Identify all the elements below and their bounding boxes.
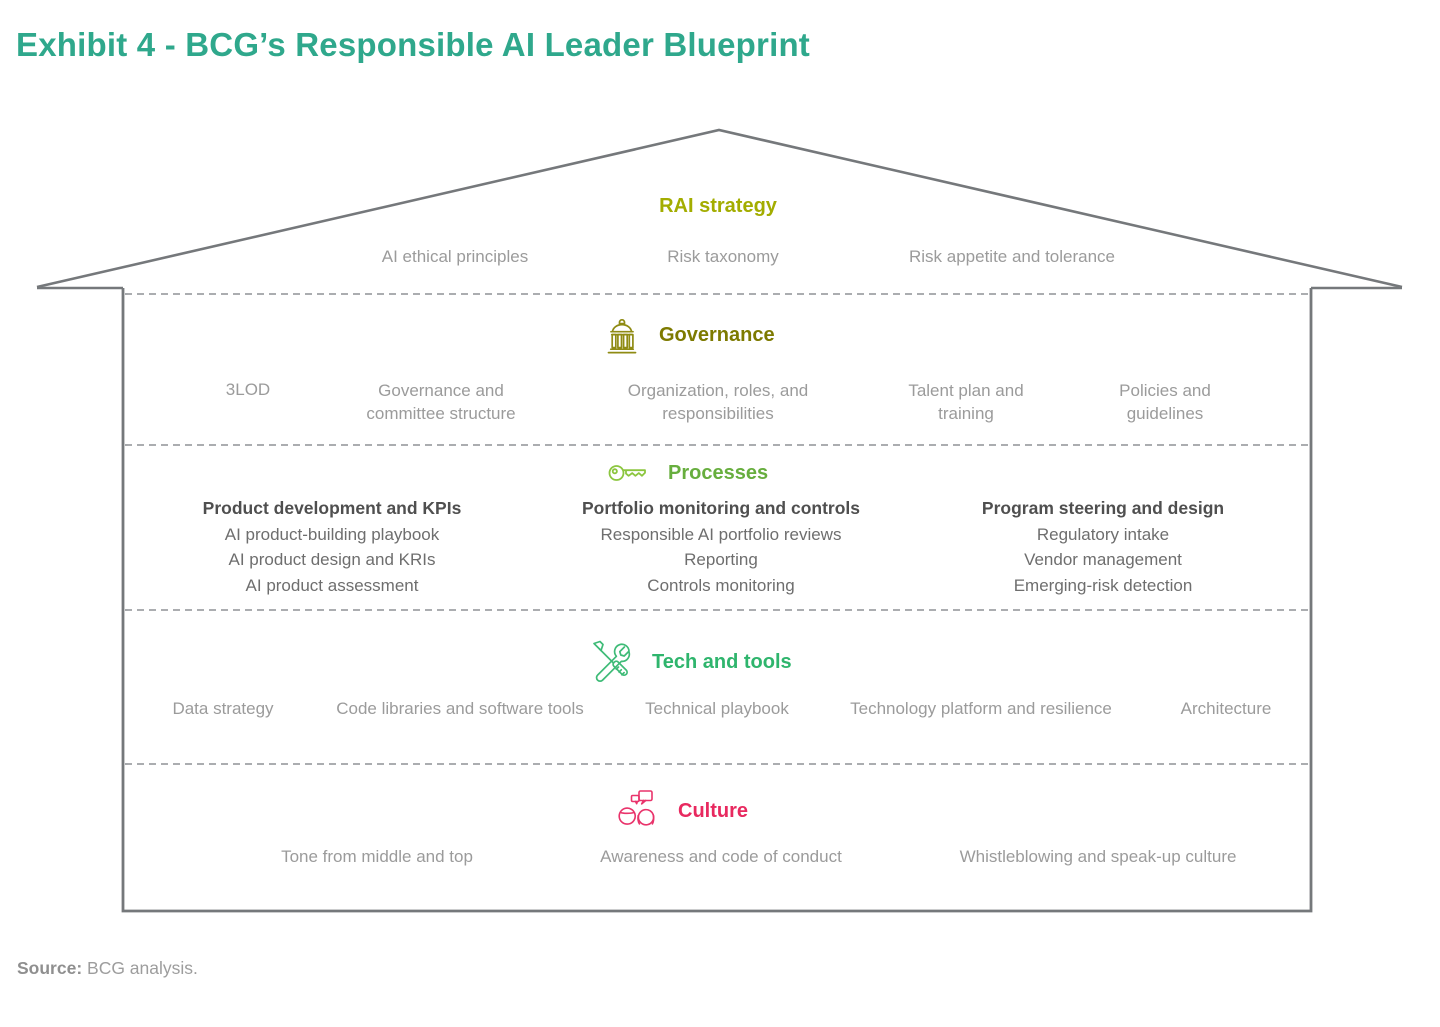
section-title-culture: Culture — [678, 799, 748, 822]
governance-item: Governance and committee structure — [366, 381, 516, 423]
processes-item: Responsible AI portfolio reviews — [600, 524, 842, 544]
governance-item: Policies and guidelines — [1119, 381, 1211, 423]
processes-column-header: Product development and KPIs — [202, 498, 462, 518]
page-title: Exhibit 4 - BCG’s Responsible AI Leader … — [16, 26, 810, 63]
processes-item: Vendor management — [1024, 550, 1182, 569]
tech-tools-item: Data strategy — [172, 699, 274, 718]
processes-item: Regulatory intake — [1036, 524, 1170, 544]
governance-item: Talent plan and training — [908, 381, 1024, 423]
processes-item: Emerging-risk detection — [1013, 575, 1193, 595]
roof-line — [36, 128, 1403, 289]
walls-line — [121, 288, 1313, 913]
processes-item: Controls monitoring — [647, 575, 795, 595]
section-header-tech-tools: Tech and tools — [586, 634, 792, 690]
processes-column-portfolio-monitoring: Portfolio monitoring and controls Respon… — [582, 496, 860, 598]
tech-tools-item: Technology platform and resilience — [850, 699, 1112, 718]
section-title-processes: Processes — [668, 461, 769, 484]
section-title-tech-tools: Tech and tools — [652, 650, 792, 673]
source-note: Source: BCG analysis. — [17, 958, 198, 979]
processes-column-program-steering: Program steering and design Regulatory i… — [982, 496, 1224, 598]
section-header-culture: Culture — [612, 783, 748, 839]
rai-strategy-item: Risk appetite and tolerance — [908, 247, 1116, 266]
section-title-rai-strategy: RAI strategy — [659, 195, 777, 217]
culture-item: Tone from middle and top — [281, 847, 473, 866]
source-text: BCG analysis. — [82, 958, 198, 978]
processes-column-product-development: Product development and KPIs AI product-… — [203, 496, 462, 598]
culture-item: Whistleblowing and speak-up culture — [959, 847, 1237, 866]
section-header-governance: Governance — [599, 310, 775, 360]
culture-item: Awareness and code of conduct — [600, 847, 842, 866]
processes-item: AI product-building playbook — [224, 524, 440, 544]
tech-tools-item: Code libraries and software tools — [336, 699, 584, 718]
governance-item: Organization, roles, and responsibilitie… — [627, 381, 809, 423]
governance-item: 3LOD — [225, 380, 271, 399]
processes-column-header: Portfolio monitoring and controls — [581, 498, 861, 518]
key-icon — [608, 465, 646, 481]
people-talking-icon — [618, 790, 655, 826]
bank-building-icon — [607, 318, 637, 354]
tech-tools-item: Architecture — [1180, 699, 1272, 718]
rai-strategy-item: AI ethical principles — [381, 247, 529, 266]
tech-tools-item: Technical playbook — [645, 699, 789, 718]
rai-strategy-item: Risk taxonomy — [667, 247, 779, 266]
section-header-processes: Processes — [606, 451, 768, 495]
source-label: Source: — [17, 958, 83, 978]
processes-item: Reporting — [684, 550, 758, 569]
processes-item: AI product design and KRIs — [228, 550, 436, 569]
processes-item: AI product assessment — [245, 575, 419, 595]
tools-icon — [593, 640, 631, 682]
processes-column-header: Program steering and design — [981, 498, 1225, 518]
section-title-governance: Governance — [659, 323, 775, 346]
